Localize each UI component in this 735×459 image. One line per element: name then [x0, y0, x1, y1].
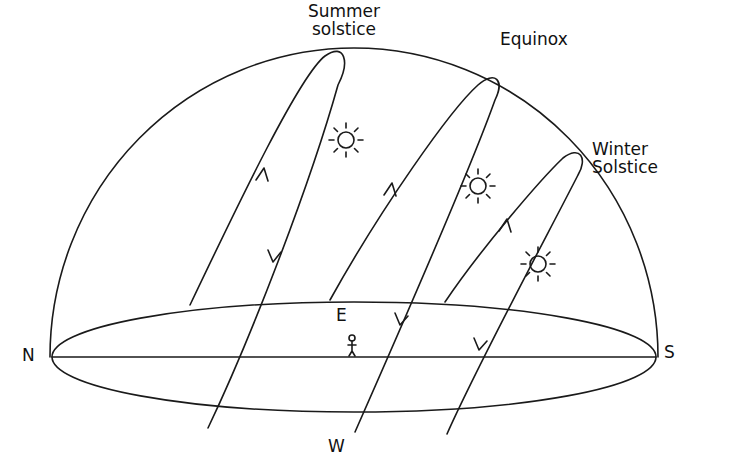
- sun-symbol: [461, 169, 495, 203]
- sun-symbol: [329, 123, 363, 157]
- sky-dome: [50, 48, 658, 357]
- arrow-up: [384, 183, 396, 196]
- arrow-down: [474, 338, 487, 350]
- arrow-up: [256, 168, 268, 181]
- arrow-down: [395, 313, 408, 325]
- winter-path: [445, 153, 582, 434]
- season-label: Summer solstice: [300, 2, 388, 39]
- direction-label: E: [336, 306, 356, 324]
- arrow-down: [268, 250, 281, 262]
- direction-label: W: [328, 437, 352, 455]
- direction-label: N: [22, 346, 46, 364]
- summer-path: [190, 51, 344, 428]
- season-label: Equinox: [500, 30, 610, 48]
- north-south-line: [52, 356, 656, 358]
- direction-label: S: [664, 343, 688, 361]
- sun-symbol: [521, 247, 555, 281]
- season-label: Winter Solstice: [592, 140, 692, 177]
- observer-figure: [348, 335, 356, 356]
- arrow-up: [499, 219, 511, 232]
- horizon: [52, 302, 656, 412]
